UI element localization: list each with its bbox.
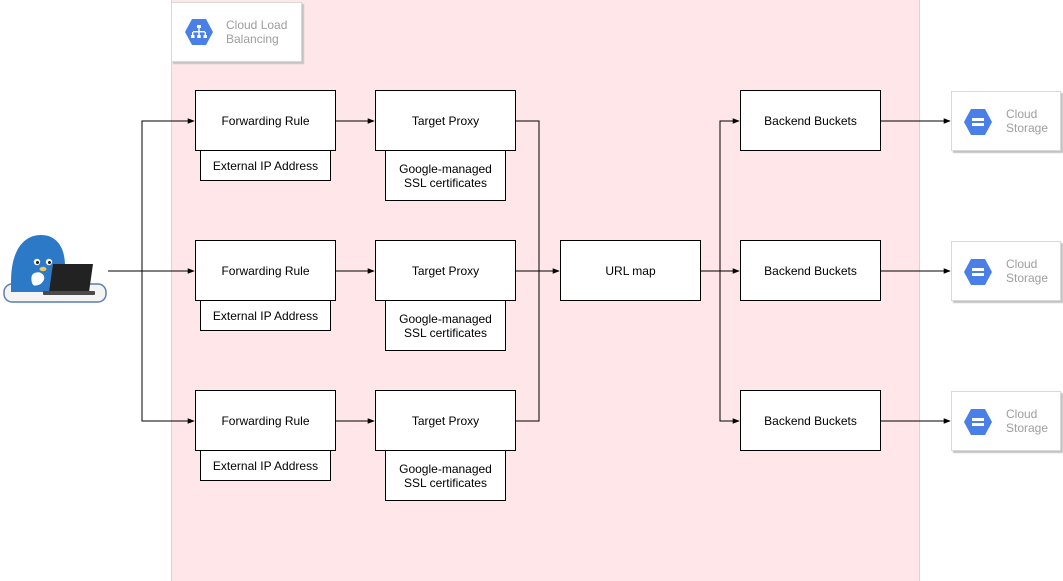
backend-buckets-box: Backend Buckets: [740, 390, 881, 451]
cloud-storage-card: Cloud Storage: [951, 241, 1061, 301]
backend-buckets-label: Backend Buckets: [764, 113, 857, 128]
target-proxy-box: Target Proxy: [375, 240, 516, 301]
user-laptop-icon: [3, 235, 107, 303]
forwarding-rule-box: Forwarding Rule: [195, 240, 336, 301]
cloud-load-balancing-card: Cloud Load Balancing: [171, 2, 302, 62]
external-ip-address-label: External IP Address: [212, 158, 319, 173]
edge-url-map-to-bucket-1: [701, 118, 740, 272]
external-ip-address-box: External IP Address: [200, 300, 331, 331]
edge-user-to-forwarding-rule-3: [141, 271, 195, 424]
ssl-certificates-label: Google-managed SSL certificates: [399, 161, 492, 190]
cloud-storage-card: Cloud Storage: [951, 391, 1061, 451]
ssl-certificates-label: Google-managed SSL certificates: [399, 311, 492, 340]
cloud-storage-label: Cloud Storage: [1006, 407, 1049, 435]
target-proxy-label: Target Proxy: [411, 413, 480, 428]
url-map-label: URL map: [605, 263, 656, 278]
edge-proxy-3-to-url-map: [516, 271, 540, 422]
backend-buckets-box: Backend Buckets: [740, 90, 881, 151]
forwarding-rule-label: Forwarding Rule: [221, 413, 310, 428]
backend-buckets-box: Backend Buckets: [740, 240, 881, 301]
backend-buckets-label: Backend Buckets: [764, 413, 857, 428]
ssl-certificates-box: Google-managed SSL certificates: [385, 450, 506, 501]
external-ip-address-label: External IP Address: [212, 308, 319, 323]
target-proxy-box: Target Proxy: [375, 390, 516, 451]
cloud-storage-icon: [964, 109, 992, 135]
external-ip-address-box: External IP Address: [200, 150, 331, 181]
edge-url-map-to-bucket-3: [719, 271, 740, 424]
cloud-storage-label: Cloud Storage: [1006, 107, 1049, 135]
ssl-certificates-box: Google-managed SSL certificates: [385, 150, 506, 201]
edge-proxy-1-to-url-map: [516, 120, 540, 271]
cloud-storage-icon: [964, 259, 992, 285]
cloud-storage-label: Cloud Storage: [1006, 257, 1049, 285]
backend-buckets-label: Backend Buckets: [764, 263, 857, 278]
edge-user-to-forwarding-rule-1: [141, 118, 195, 271]
external-ip-address-label: External IP Address: [212, 458, 319, 473]
forwarding-rule-label: Forwarding Rule: [221, 263, 310, 278]
target-proxy-label: Target Proxy: [411, 263, 480, 278]
url-map-box: URL map: [560, 240, 701, 301]
region-label: Cloud Load Balancing: [226, 18, 288, 46]
forwarding-rule-label: Forwarding Rule: [221, 113, 310, 128]
cloud-storage-card: Cloud Storage: [951, 91, 1061, 151]
target-proxy-box: Target Proxy: [375, 90, 516, 151]
forwarding-rule-box: Forwarding Rule: [195, 90, 336, 151]
external-ip-address-box: External IP Address: [200, 450, 331, 481]
ssl-certificates-box: Google-managed SSL certificates: [385, 300, 506, 351]
forwarding-rule-box: Forwarding Rule: [195, 390, 336, 451]
cloud-storage-icon: [964, 409, 992, 435]
target-proxy-label: Target Proxy: [411, 113, 480, 128]
ssl-certificates-label: Google-managed SSL certificates: [399, 461, 492, 490]
load-balancing-icon: [185, 19, 213, 45]
